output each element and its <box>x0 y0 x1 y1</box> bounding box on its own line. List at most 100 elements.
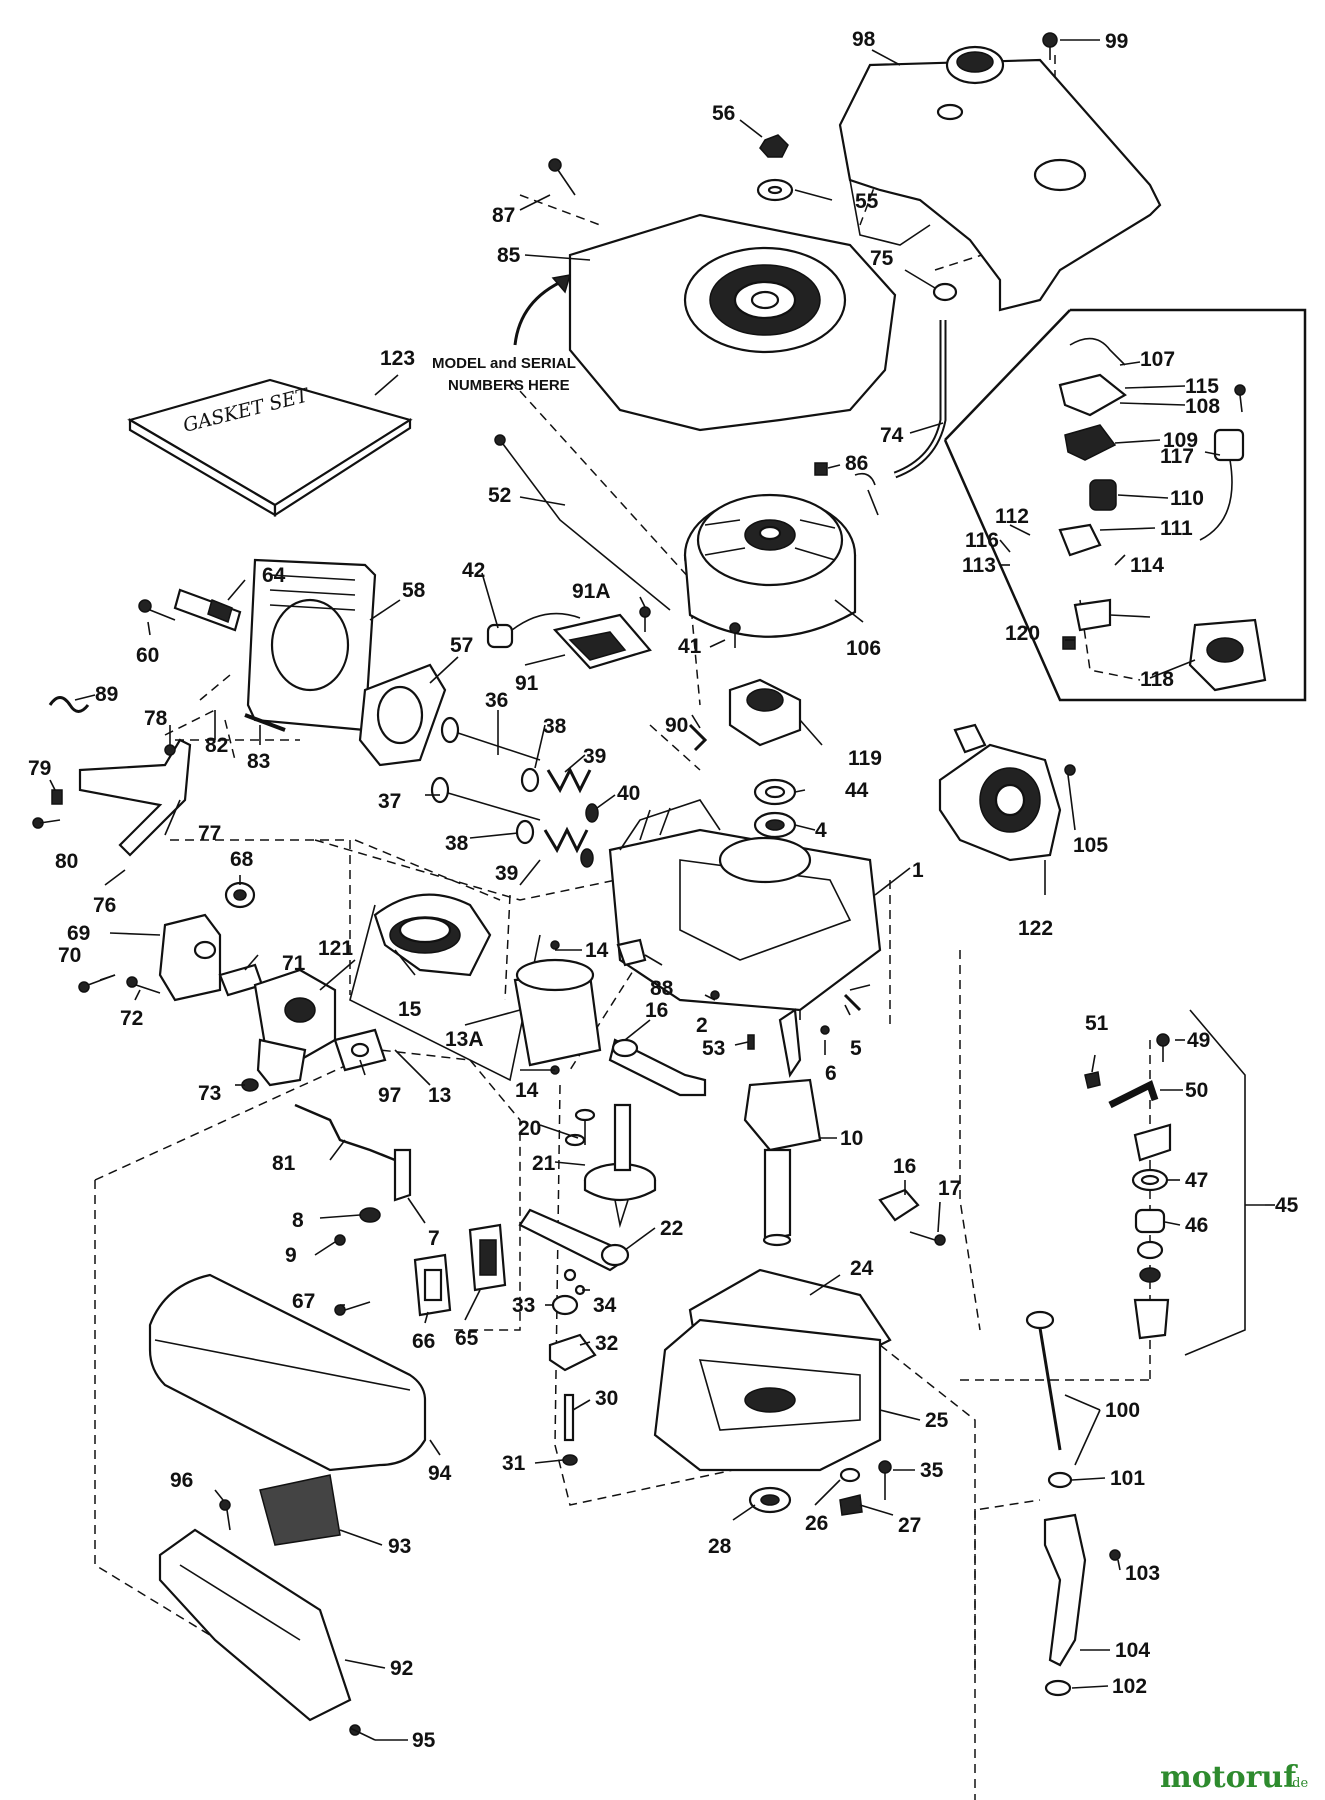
label-16-b: 16 <box>893 1155 916 1178</box>
part-94-air-cleaner-cover <box>148 1273 427 1472</box>
part-121-carburetor <box>253 968 337 1087</box>
label-64: 64 <box>262 564 286 587</box>
part-21-camshaft <box>583 1103 657 1229</box>
label-107: 107 <box>1140 348 1175 371</box>
part-101-o-ring <box>1047 1471 1073 1489</box>
label-85: 85 <box>497 244 521 267</box>
part-50-tube <box>1108 1080 1159 1109</box>
part-100-dipstick <box>1025 1310 1062 1451</box>
part-122-rewind-starter <box>938 723 1062 862</box>
label-67: 67 <box>292 1290 315 1313</box>
model-serial-note: MODEL and SERIAL NUMBERS HERE <box>432 274 576 394</box>
label-37: 37 <box>378 790 401 813</box>
part-98-shroud <box>838 45 1162 312</box>
part-106-flywheel <box>683 493 857 638</box>
label-103: 103 <box>1125 1562 1160 1585</box>
label-10: 10 <box>840 1127 863 1150</box>
part-46-seal <box>1134 1208 1166 1234</box>
label-72: 72 <box>120 1007 143 1030</box>
part-30-shaft <box>563 1393 575 1442</box>
part-105-screw <box>1064 764 1076 776</box>
label-78: 78 <box>144 707 168 730</box>
part-45-oil-fill-group <box>1184 1009 1265 1356</box>
part-4-seal <box>753 811 797 839</box>
label-55: 55 <box>855 190 879 213</box>
label-114: 114 <box>1130 554 1164 577</box>
label-119: 119 <box>848 747 882 770</box>
label-80: 80 <box>55 850 78 873</box>
label-52: 52 <box>488 484 511 507</box>
ignition-parts-group <box>943 308 1307 702</box>
leader-lines <box>39 39 1275 1741</box>
part-9-screw <box>334 1234 346 1246</box>
part-31-washer <box>562 1454 578 1466</box>
part-6-washer <box>820 1025 830 1035</box>
part-42-plug-boot <box>486 612 581 649</box>
label-83: 83 <box>247 750 270 773</box>
label-68: 68 <box>230 848 254 871</box>
label-32: 32 <box>595 1332 618 1355</box>
part-39-spring <box>543 766 592 854</box>
part-28-seal <box>748 1486 792 1514</box>
part-104-oil-fill-tube <box>1043 1513 1087 1667</box>
label-91: 91 <box>515 672 539 695</box>
part-25-sump <box>653 1318 882 1472</box>
label-38-b: 38 <box>445 832 469 855</box>
label-65: 65 <box>455 1327 479 1350</box>
label-53: 53 <box>702 1037 725 1060</box>
label-24: 24 <box>850 1257 874 1280</box>
label-45: 45 <box>1275 1194 1299 1217</box>
part-64-spark-plug <box>173 588 242 632</box>
part-40-keeper <box>580 803 599 868</box>
part-58-cylinder-head <box>246 558 377 732</box>
label-101: 101 <box>1110 1467 1145 1490</box>
label-30: 30 <box>595 1387 618 1410</box>
label-57: 57 <box>450 634 473 657</box>
label-89: 89 <box>95 683 118 706</box>
label-44: 44 <box>845 779 869 802</box>
label-2: 2 <box>696 1014 708 1037</box>
model-serial-line-2: NUMBERS HERE <box>448 377 570 394</box>
part-123-gasket-set: GASKET SET <box>127 378 413 518</box>
part-5-pin <box>843 993 862 1012</box>
label-93: 93 <box>388 1535 411 1558</box>
part-10-crankshaft <box>743 1008 822 1247</box>
label-28: 28 <box>708 1535 732 1558</box>
label-91a: 91A <box>572 580 611 603</box>
label-81: 81 <box>272 1152 296 1175</box>
label-102: 102 <box>1112 1675 1147 1698</box>
label-96: 96 <box>170 1469 193 1492</box>
label-20: 20 <box>518 1117 541 1140</box>
label-92: 92 <box>390 1657 413 1680</box>
label-120: 120 <box>1005 622 1040 645</box>
label-123: 123 <box>380 347 415 370</box>
part-2-pin <box>710 990 720 1000</box>
label-56: 56 <box>712 102 735 125</box>
part-57-gasket <box>358 663 447 767</box>
part-1-cylinder-block <box>608 799 882 1020</box>
label-39-a: 39 <box>583 745 606 768</box>
label-40: 40 <box>617 782 640 805</box>
label-109: 109 <box>1163 429 1198 452</box>
label-25: 25 <box>925 1409 949 1432</box>
label-106: 106 <box>846 637 881 660</box>
label-76: 76 <box>93 894 116 917</box>
label-9: 9 <box>285 1244 297 1267</box>
part-34-washer <box>563 1268 586 1296</box>
watermark-brand: motoruf <box>1160 1760 1298 1795</box>
part-53-key <box>747 1034 755 1050</box>
label-16-a: 16 <box>645 999 668 1022</box>
label-15: 15 <box>398 998 422 1021</box>
part-69-intake-elbow <box>158 913 222 1002</box>
label-13: 13 <box>428 1084 451 1107</box>
part-83-pin <box>244 713 286 732</box>
part-78-screw <box>164 744 176 756</box>
label-86: 86 <box>845 452 868 475</box>
label-111-a: 111 <box>1160 517 1193 540</box>
part-77-bracket <box>78 738 192 857</box>
part-35-bolt <box>878 1460 892 1500</box>
label-73: 73 <box>198 1082 221 1105</box>
part-96-screw <box>219 1499 231 1531</box>
part-60-bolt <box>138 599 176 621</box>
part-16-connecting-rod <box>608 1038 707 1097</box>
